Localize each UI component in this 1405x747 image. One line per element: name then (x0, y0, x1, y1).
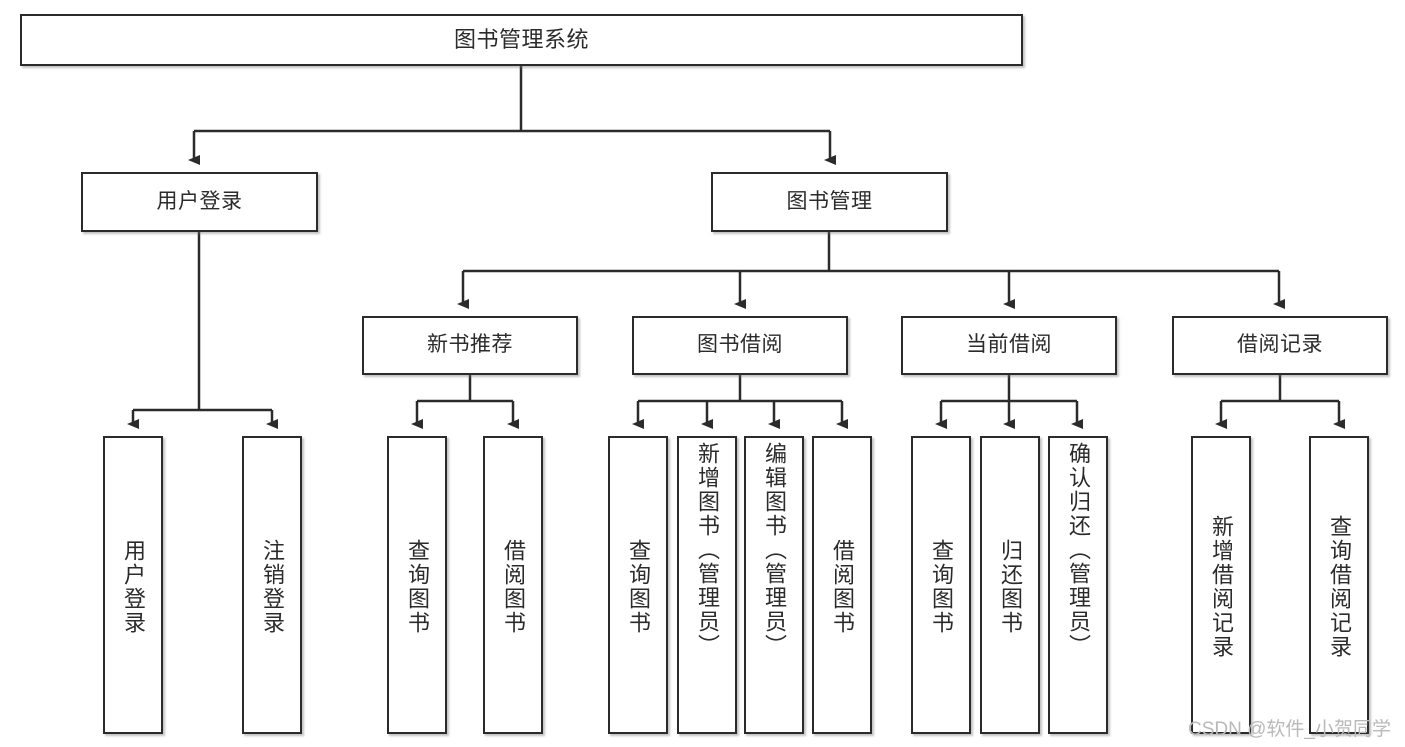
node-new-book-recommend[interactable]: 新书推荐 (362, 316, 578, 375)
node-leaf-confirm-return[interactable]: 确认归还（管理员） (1048, 436, 1108, 734)
node-leaf-add-book-label: 新增图书（管理员） (694, 442, 720, 658)
node-leaf-confirm-return-label: 确认归还（管理员） (1065, 442, 1091, 658)
node-leaf-query-record[interactable]: 查询借阅记录 (1309, 436, 1369, 734)
node-user-login-label: 用户登录 (156, 189, 243, 213)
node-new-book-recommend-label: 新书推荐 (427, 333, 513, 357)
node-leaf-query-book-2[interactable]: 查询图书 (608, 436, 668, 734)
node-current-borrow[interactable]: 当前借阅 (901, 316, 1117, 375)
node-leaf-logout-login[interactable]: 注销登录 (242, 436, 302, 734)
node-borrow-record-label: 借阅记录 (1237, 333, 1323, 357)
node-leaf-add-record[interactable]: 新增借阅记录 (1191, 436, 1251, 734)
node-root-label: 图书管理系统 (453, 27, 589, 53)
node-leaf-query-book-2-label: 查询图书 (625, 539, 651, 635)
node-leaf-user-login-label: 用户登录 (120, 539, 146, 635)
node-leaf-return-book[interactable]: 归还图书 (980, 436, 1040, 734)
node-leaf-query-record-label: 查询借阅记录 (1326, 515, 1352, 659)
node-leaf-add-book[interactable]: 新增图书（管理员） (677, 436, 737, 734)
node-leaf-add-record-label: 新增借阅记录 (1208, 515, 1234, 659)
node-current-borrow-label: 当前借阅 (966, 333, 1052, 357)
node-book-borrow[interactable]: 图书借阅 (632, 316, 848, 375)
node-leaf-query-book-3[interactable]: 查询图书 (911, 436, 971, 734)
node-leaf-return-book-label: 归还图书 (997, 539, 1023, 635)
node-leaf-borrow-book-2[interactable]: 借阅图书 (812, 436, 872, 734)
node-book-manage-label: 图书管理 (786, 189, 873, 213)
watermark: CSDN @软件_小贺同学 (1188, 719, 1391, 740)
node-leaf-query-book-1-label: 查询图书 (404, 539, 430, 635)
node-leaf-borrow-book-1[interactable]: 借阅图书 (483, 436, 543, 734)
node-leaf-edit-book[interactable]: 编辑图书（管理员） (744, 436, 804, 734)
node-leaf-borrow-book-1-label: 借阅图书 (500, 539, 526, 635)
node-user-login[interactable]: 用户登录 (81, 172, 318, 232)
node-root[interactable]: 图书管理系统 (20, 14, 1023, 66)
node-book-manage[interactable]: 图书管理 (711, 172, 948, 232)
node-leaf-query-book-1[interactable]: 查询图书 (387, 436, 447, 734)
node-leaf-query-book-3-label: 查询图书 (928, 539, 954, 635)
node-leaf-edit-book-label: 编辑图书（管理员） (761, 442, 787, 658)
node-leaf-user-login[interactable]: 用户登录 (103, 436, 163, 734)
node-borrow-record[interactable]: 借阅记录 (1172, 316, 1388, 375)
node-leaf-logout-login-label: 注销登录 (259, 539, 285, 635)
node-leaf-borrow-book-2-label: 借阅图书 (829, 539, 855, 635)
node-book-borrow-label: 图书借阅 (697, 333, 783, 357)
